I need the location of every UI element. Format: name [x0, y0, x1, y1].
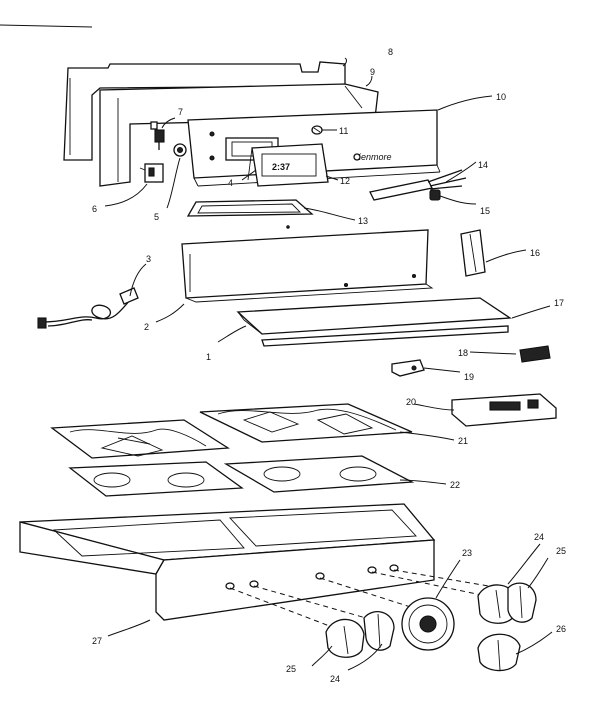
callout-6: 6	[92, 204, 97, 214]
callout-15: 15	[480, 206, 490, 216]
callout-19: 19	[464, 372, 474, 382]
knob-bezel	[401, 597, 455, 651]
callout-25-bottom: 25	[286, 664, 296, 674]
callout-9: 9	[370, 67, 375, 77]
clock-digits: 2:37	[272, 162, 290, 172]
callout-17: 17	[554, 298, 564, 308]
callout-23: 23	[462, 548, 472, 558]
burner-trays	[68, 455, 415, 497]
callout-labels: 8 9 10 11 12 4 7 6 5 13 14 15 16 17 3 2 …	[92, 47, 566, 684]
cooktop-base	[19, 503, 436, 621]
callout-12: 12	[340, 176, 350, 186]
callout-5: 5	[154, 212, 159, 222]
switch-module	[451, 393, 557, 427]
brand-script: Kenmore	[355, 152, 392, 162]
callout-24-bottom: 24	[330, 674, 340, 684]
callout-27: 27	[92, 636, 102, 646]
callout-13: 13	[358, 216, 368, 226]
manifold-panel	[181, 225, 434, 303]
side-trim	[460, 229, 486, 277]
callout-25-top: 25	[556, 546, 566, 556]
small-knob	[311, 125, 323, 135]
top-edge-line	[0, 24, 93, 28]
burner-grates	[50, 403, 413, 459]
receptacle	[139, 163, 164, 183]
callout-4: 4	[228, 178, 233, 188]
callout-14: 14	[478, 160, 488, 170]
igniter-assembly	[369, 169, 467, 201]
callout-11: 11	[339, 126, 348, 136]
callout-20: 20	[406, 397, 416, 407]
callout-10: 10	[496, 92, 506, 102]
grommet	[173, 143, 187, 157]
callout-2: 2	[144, 322, 149, 332]
panel-bracket	[186, 199, 314, 217]
callout-22: 22	[450, 480, 460, 490]
connector	[429, 189, 441, 201]
callout-18: 18	[458, 348, 468, 358]
callout-8: 8	[388, 47, 393, 57]
clip	[391, 359, 425, 377]
control-knobs	[325, 582, 537, 672]
callout-3: 3	[146, 254, 151, 264]
front-rail	[236, 297, 512, 335]
callout-7: 7	[178, 107, 183, 117]
clock-timer: 2:37	[247, 143, 329, 187]
leader-lines	[104, 57, 553, 671]
switch-bracket	[150, 121, 165, 150]
lower-rail	[261, 325, 509, 347]
callout-24-top: 24	[534, 532, 544, 542]
callout-26: 26	[556, 624, 566, 634]
callout-1: 1	[206, 352, 211, 362]
callout-16: 16	[530, 248, 540, 258]
callout-21: 21	[458, 436, 468, 446]
power-cord	[37, 287, 139, 329]
valve-block	[519, 345, 551, 363]
